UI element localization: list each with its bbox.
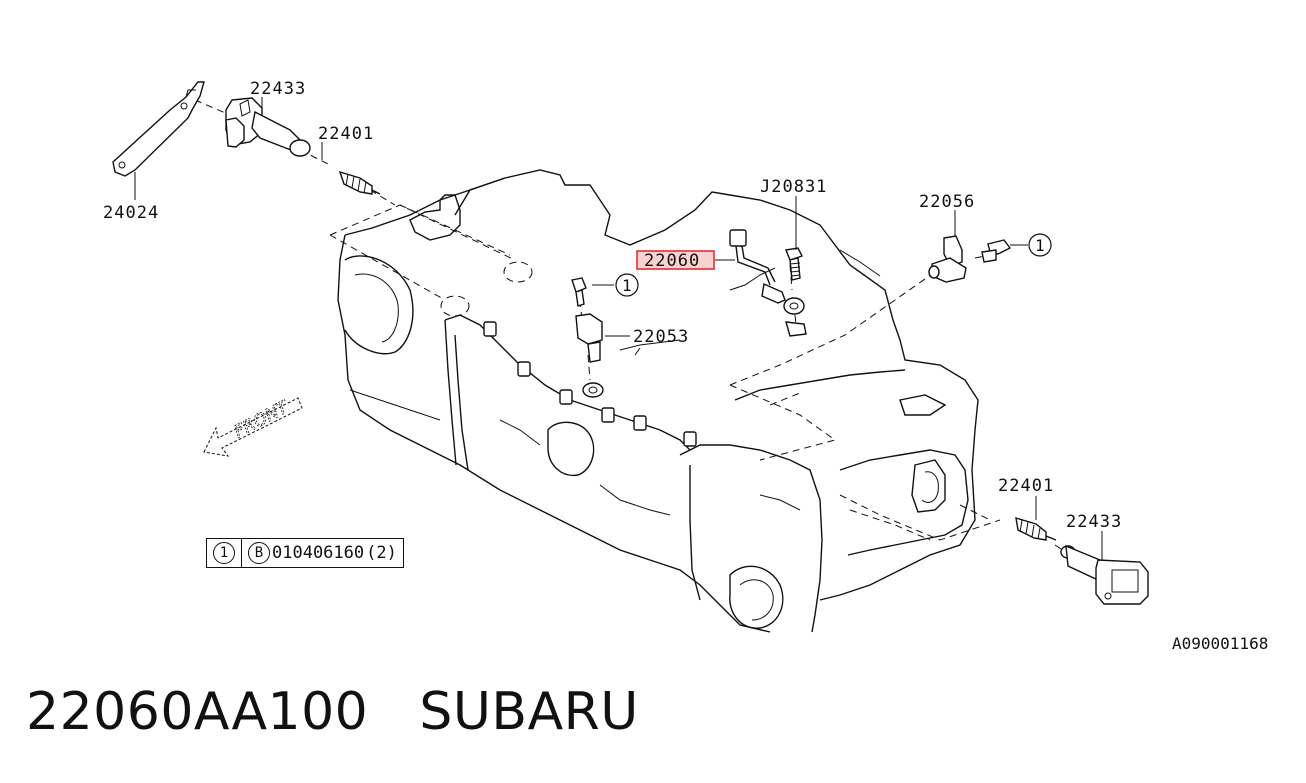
circle-marker-22056: 1 xyxy=(1028,233,1052,257)
bolt-letter: B xyxy=(248,542,270,564)
part-caption: 22060AA100 SUBARU xyxy=(26,682,639,742)
leader-lines xyxy=(134,97,1103,560)
spark-plug-top xyxy=(338,170,381,195)
knock-sensor xyxy=(729,229,807,337)
legend-index-cell: 1 xyxy=(207,539,242,567)
ignition-coil-top xyxy=(225,97,311,157)
legend-part-number: 010406160 xyxy=(272,543,365,563)
front-label: FRONT xyxy=(231,397,293,443)
legend-detail-cell: B 010406160 (2) xyxy=(242,542,403,564)
bracket-part xyxy=(112,81,205,177)
engine-parts-diagram: 22433 22401 24024 22060 J20831 22056 220… xyxy=(103,79,1149,633)
callout-22433-bottom: 22433 xyxy=(1066,512,1122,532)
engine-block xyxy=(337,169,979,633)
callout-22401-top: 22401 xyxy=(318,124,374,144)
highlight-box-22060 xyxy=(636,250,715,270)
circle-marker-22053: 1 xyxy=(615,273,639,297)
ignition-coil-bottom xyxy=(1060,544,1149,605)
sensor-22056 xyxy=(928,235,1012,283)
bolt-j20831 xyxy=(785,247,803,281)
legend-quantity: (2) xyxy=(366,543,397,563)
callout-22060: 22060 xyxy=(644,251,700,271)
callout-22433-top: 22433 xyxy=(250,79,306,99)
callout-22053: 22053 xyxy=(633,327,689,347)
callout-22401-bottom: 22401 xyxy=(998,476,1054,496)
sensor-22053 xyxy=(571,277,604,398)
callout-24024: 24024 xyxy=(103,203,159,223)
legend-index: 1 xyxy=(213,542,235,564)
callout-j20831: J20831 xyxy=(760,177,827,197)
circle-marker-label: 1 xyxy=(1035,236,1045,255)
spark-plug-bottom xyxy=(1015,517,1057,541)
circle-marker-label: 1 xyxy=(622,276,632,295)
diagram-reference-code: A090001168 xyxy=(1172,634,1269,653)
front-direction-arrow: FRONT xyxy=(203,396,303,457)
fastener-legend: 1 B 010406160 (2) xyxy=(206,538,404,568)
callout-22056: 22056 xyxy=(919,192,975,212)
